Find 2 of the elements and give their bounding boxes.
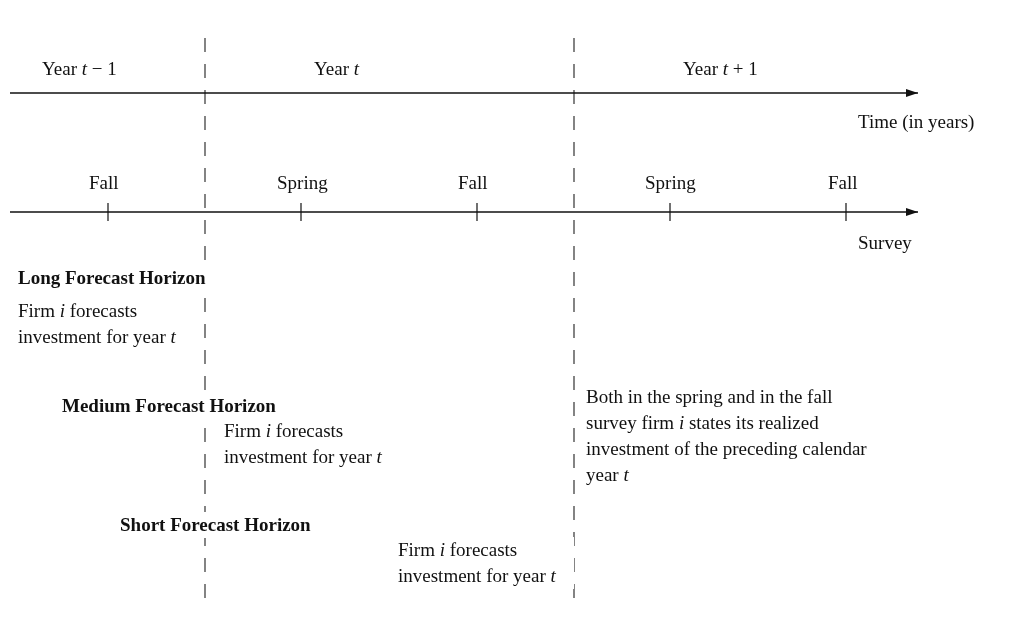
description-text: Firm i forecasts investment for year t [398, 537, 574, 589]
horizon-heading: Short Forecast Horizon [120, 512, 311, 538]
